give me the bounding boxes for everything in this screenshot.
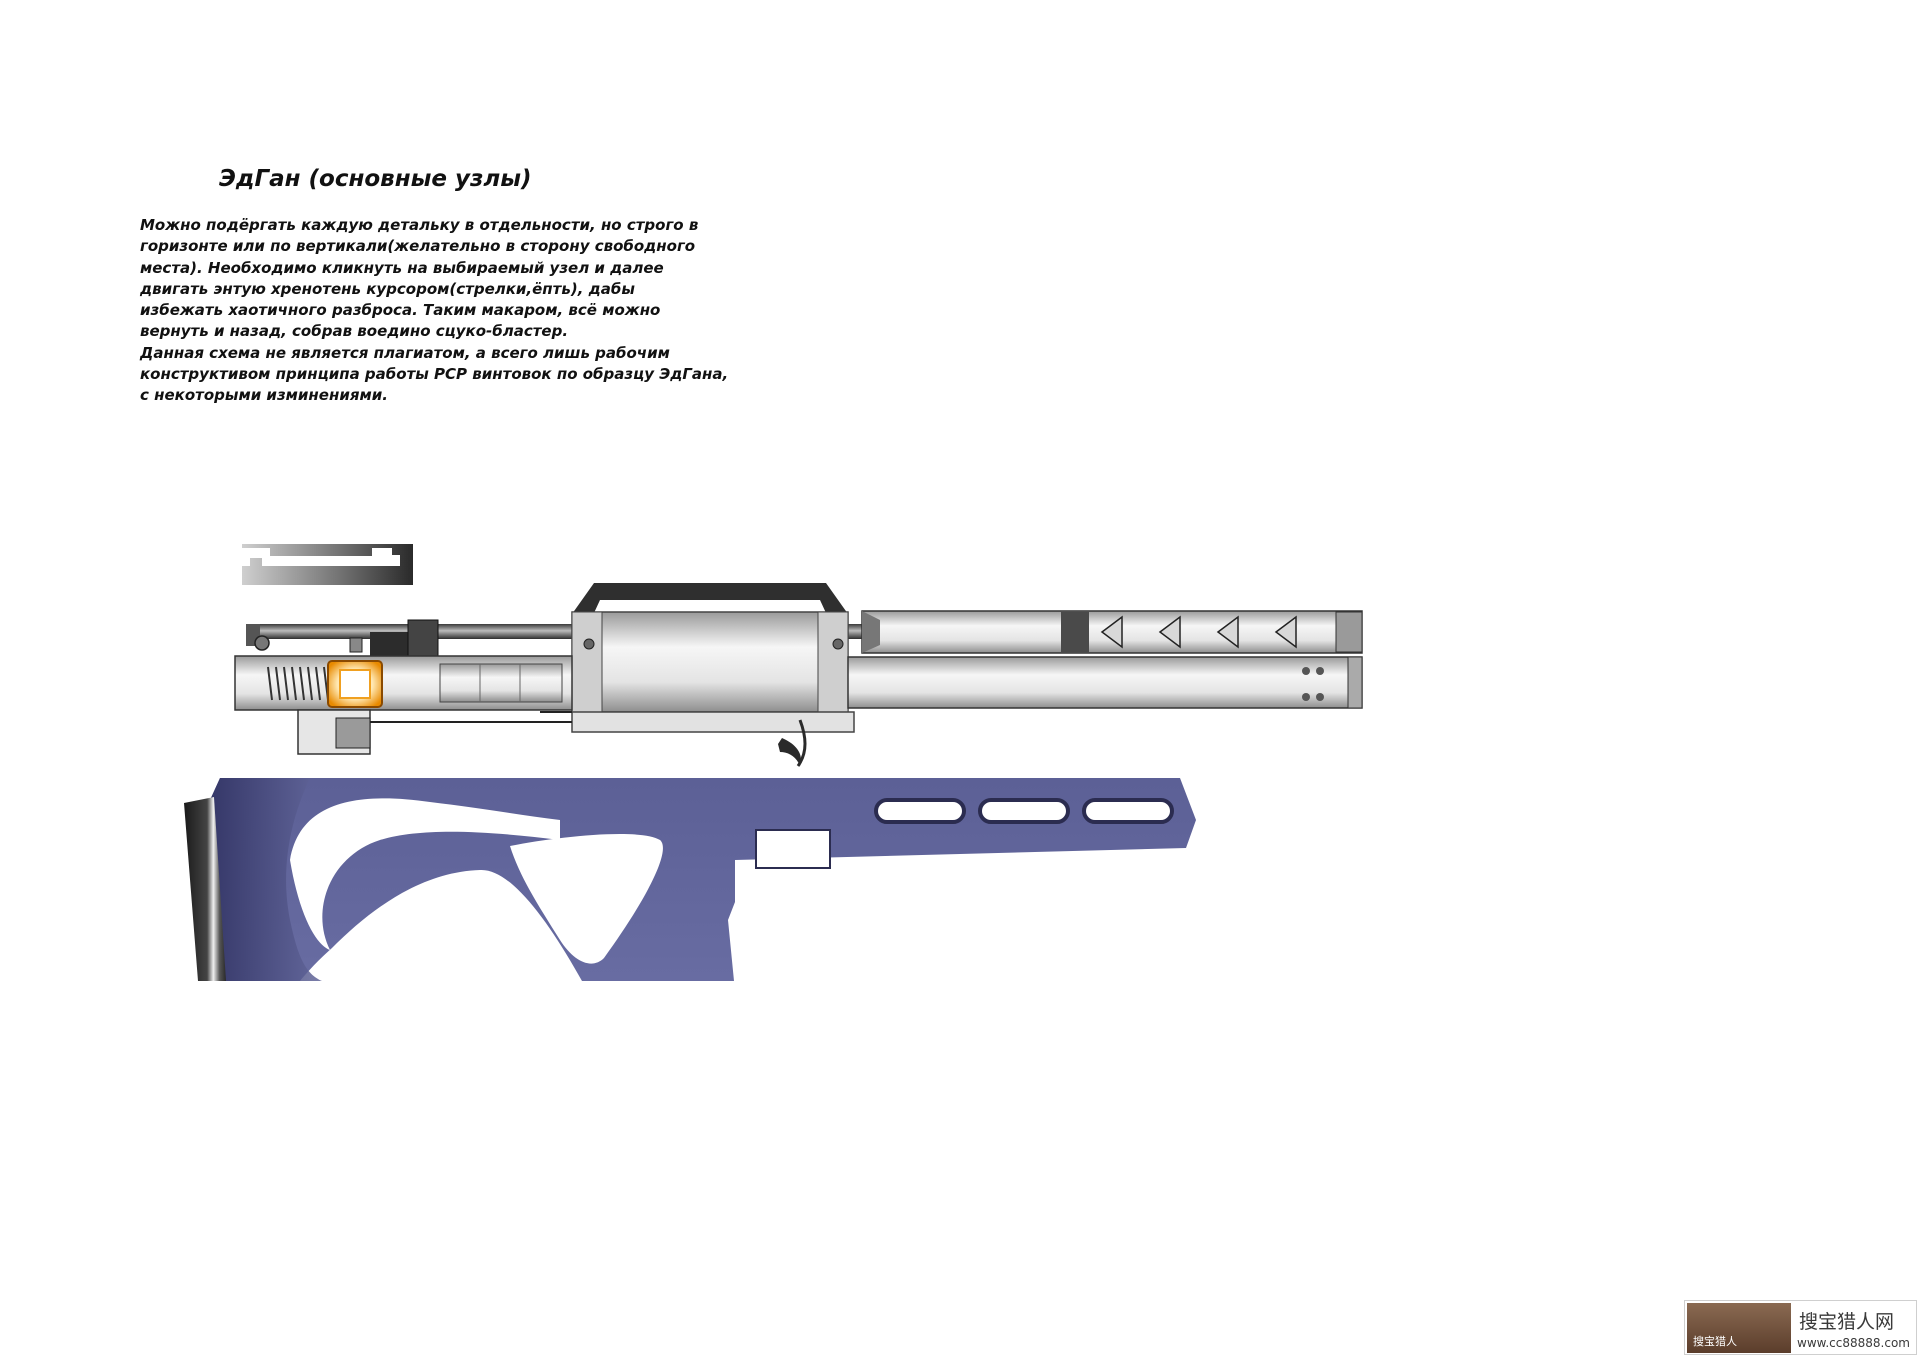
- watermark-url: www.cc88888.com: [1797, 1336, 1910, 1350]
- shroud-moderator[interactable]: [861, 610, 1363, 654]
- description: Можно подёргать каждую детальку в отдель…: [140, 215, 800, 407]
- description-line: с некоторыми изминениями.: [140, 386, 388, 405]
- description-line: места). Необходимо кликнуть на выбираемы…: [140, 258, 664, 277]
- description-line: избежать хаотичного разброса. Таким мака…: [140, 301, 661, 320]
- page-title: ЭдГан (основные узлы): [219, 166, 532, 192]
- description-line: Данная схема не является плагиатом, а вс…: [140, 343, 670, 362]
- description-line: двигать энтую хренотень курсором(стрелки…: [140, 279, 635, 298]
- air-cylinder[interactable]: [847, 656, 1363, 709]
- watermark-logo: 搜宝猎人: [1687, 1303, 1791, 1353]
- valve-block[interactable]: [327, 660, 383, 708]
- description-line: вернуть и назад, собрав воедино сцуко-бл…: [140, 322, 569, 341]
- watermark: 搜宝猎人 搜宝猎人网 www.cc88888.com: [1684, 1300, 1917, 1355]
- description-line: горизонте или по вертикали(желательно в …: [140, 237, 696, 256]
- description-line: конструктивом принципа работы PCP винтов…: [140, 365, 729, 384]
- top-rail-part[interactable]: [242, 544, 413, 585]
- carry-handle-frame[interactable]: [571, 583, 855, 733]
- watermark-name: 搜宝猎人网: [1799, 1311, 1895, 1333]
- hammer-spring-assembly[interactable]: [234, 655, 573, 711]
- watermark-logo-text: 搜宝猎人: [1693, 1335, 1737, 1348]
- stock[interactable]: [184, 778, 1196, 981]
- trigger-blade[interactable]: [778, 719, 807, 767]
- trigger-group[interactable]: [297, 709, 572, 755]
- description-line: Можно подёргать каждую детальку в отдель…: [140, 216, 699, 234]
